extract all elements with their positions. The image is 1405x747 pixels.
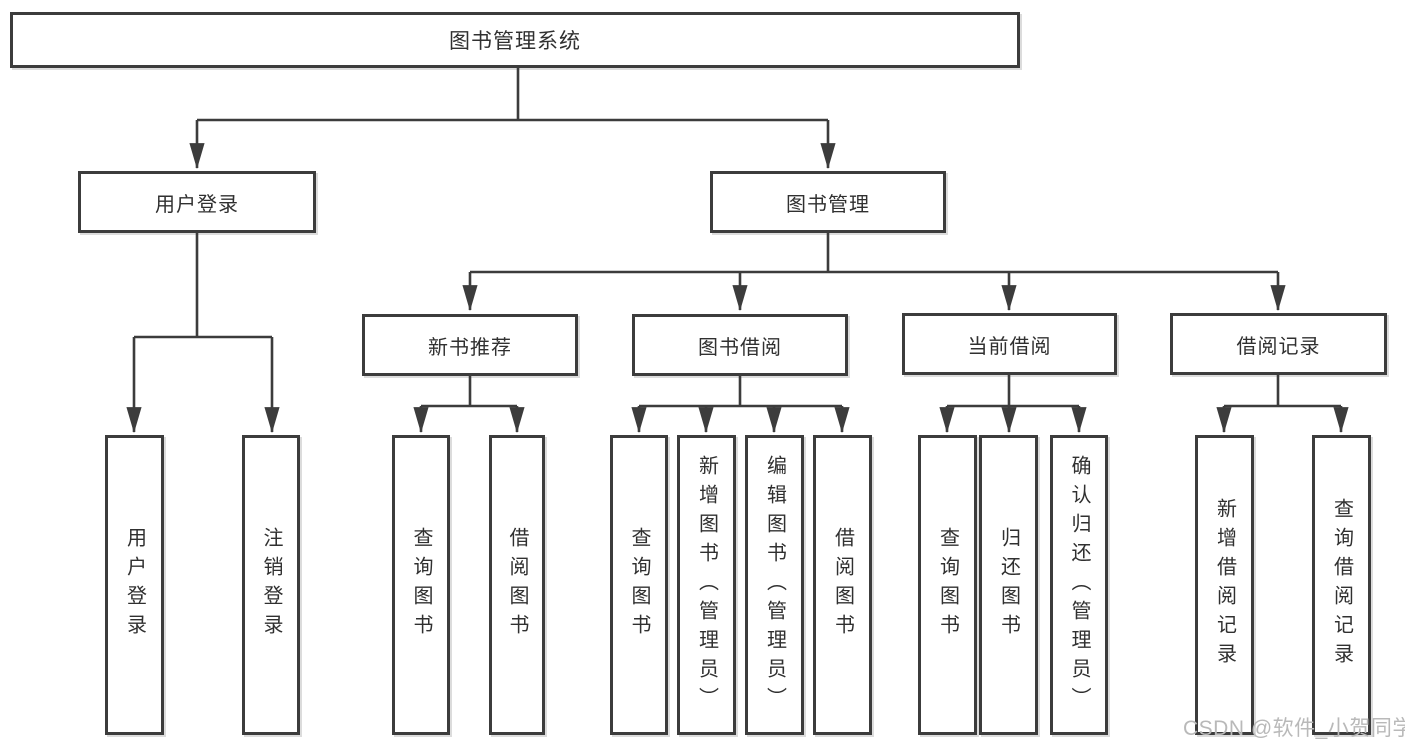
leaf-query-borrow-record: 查询借阅记录 [1312, 435, 1371, 735]
leaf-query-book-recommend: 查询图书 [392, 435, 450, 735]
leaf-logout: 注销登录 [242, 435, 300, 735]
node-library-system: 图书管理系统 [10, 12, 1020, 68]
leaf-return-book: 归还图书 [979, 435, 1038, 735]
node-borrow-records: 借阅记录 [1170, 313, 1387, 375]
leaf-borrow-book-recommend: 借阅图书 [489, 435, 545, 735]
node-user-login: 用户登录 [78, 171, 316, 233]
leaf-user-login: 用户登录 [105, 435, 164, 735]
leaf-add-book-admin: 新增图书（管理员） [677, 435, 736, 735]
node-book-management: 图书管理 [710, 171, 946, 233]
leaf-add-borrow-record: 新增借阅记录 [1195, 435, 1254, 735]
leaf-query-book-current: 查询图书 [918, 435, 977, 735]
node-new-book-recommend: 新书推荐 [362, 314, 578, 376]
node-book-borrow: 图书借阅 [632, 314, 848, 376]
leaf-confirm-return-admin: 确认归还（管理员） [1050, 435, 1108, 735]
csdn-watermark: CSDN @软件_小贺同学 [1183, 717, 1405, 740]
leaf-borrow-book: 借阅图书 [813, 435, 872, 735]
leaf-edit-book-admin: 编辑图书（管理员） [745, 435, 804, 735]
node-current-borrow: 当前借阅 [902, 313, 1117, 375]
leaf-query-book-borrow: 查询图书 [610, 435, 668, 735]
